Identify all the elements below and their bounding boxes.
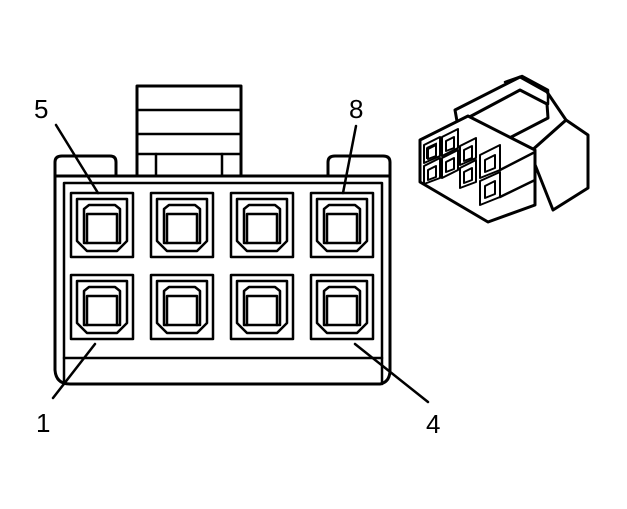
connector-body — [53, 152, 392, 386]
leader-lines — [51, 123, 430, 404]
terminal-cavity — [149, 273, 215, 341]
pin-label-1: 1 — [36, 408, 50, 438]
pin-label-8: 8 — [349, 94, 363, 124]
terminal-cavity — [229, 191, 295, 259]
cavity-grid — [69, 191, 375, 341]
terminal-cavity — [69, 273, 135, 341]
terminal-cavity — [309, 273, 375, 341]
leader-line-pin-8 — [341, 124, 358, 195]
terminal-cavity — [69, 191, 135, 259]
locking-tab — [135, 84, 243, 178]
leader-line-pin-1 — [51, 342, 97, 400]
terminal-cavity — [149, 191, 215, 259]
terminal-cavity — [229, 273, 295, 341]
leader-line-pin-5 — [54, 123, 100, 195]
pin-label-4: 4 — [426, 409, 440, 439]
leader-line-pin-4 — [353, 342, 430, 404]
connector-isometric-view — [418, 74, 590, 224]
pin-label-5: 5 — [34, 94, 48, 124]
